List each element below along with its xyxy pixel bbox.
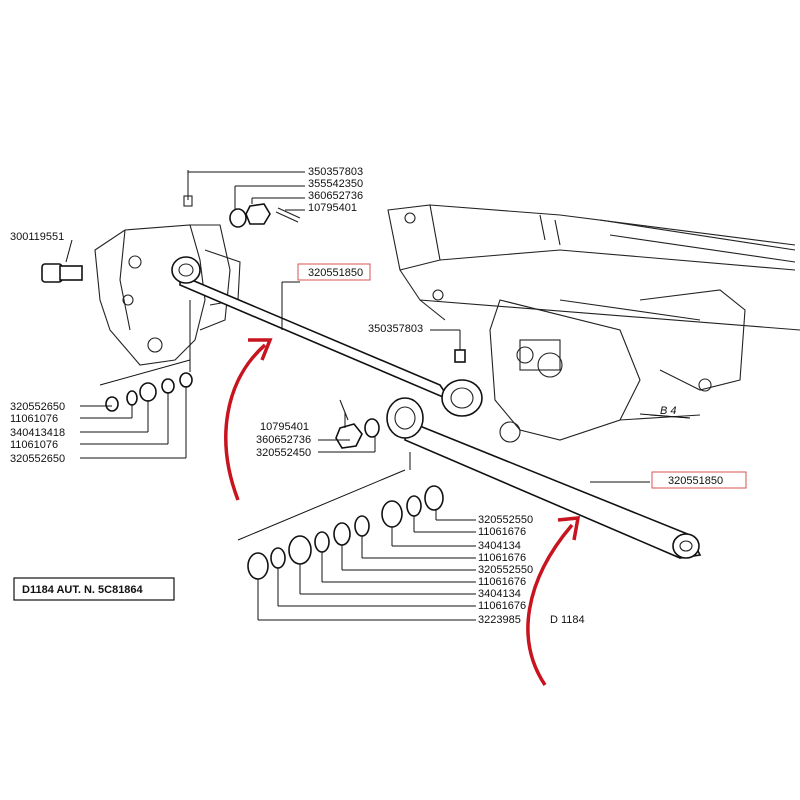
left-mounting-bracket — [94, 170, 241, 366]
red-arrow-lower — [526, 516, 581, 686]
label-rod-highlight-1: 320551850 — [308, 267, 363, 279]
label-center-stack-2: 360652736 — [256, 434, 311, 446]
lower-bushing-stack — [247, 485, 444, 580]
label-lower-stack-5: 320552550 — [478, 564, 533, 576]
label-frame-b4: B 4 — [660, 405, 677, 417]
label-lower-stack-7: 3404134 — [478, 588, 521, 600]
bolt-300119551 — [41, 239, 83, 283]
label-lower-stack-6: 11061676 — [478, 576, 526, 588]
label-left-stack-2: 11061076 — [10, 413, 58, 425]
label-rod-highlight-2: 320551850 — [668, 475, 723, 487]
label-lower-stack-3: 3404134 — [478, 540, 521, 552]
label-left-stack-5: 320552650 — [10, 453, 65, 465]
tie-rods — [171, 256, 702, 559]
grease-nipple — [430, 329, 466, 363]
left-bushing-stack — [105, 372, 193, 412]
label-bolt: 300119551 — [10, 231, 64, 243]
label-355542350: 355542350 — [308, 178, 363, 190]
label-lower-stack-9: 3223985 — [478, 614, 521, 626]
center-nut-stack — [335, 399, 380, 449]
label-10795401: 10795401 — [308, 202, 357, 214]
label-lower-stack-8: 11061676 — [478, 600, 526, 612]
label-lower-stack-4: 11061676 — [478, 552, 526, 564]
label-left-stack-3: 340413418 — [10, 427, 65, 439]
label-350357803: 350357803 — [308, 166, 363, 178]
title-block-frame — [13, 577, 175, 601]
title-block-text: D1184 AUT. N. 5C81864 — [22, 584, 144, 596]
label-left-stack-1: 320552650 — [10, 401, 65, 413]
label-center-stack-3: 320552450 — [256, 447, 311, 459]
leader-lines — [80, 171, 691, 621]
label-360652736: 360652736 — [308, 190, 363, 202]
red-arrow-upper — [224, 338, 273, 501]
upper-small-parts — [229, 203, 301, 228]
highlight-box-rod-2 — [651, 471, 747, 489]
label-center-stack-1: 10795401 — [260, 421, 309, 433]
label-grease-nipple: 350357803 — [368, 323, 423, 335]
label-lower-stack-1: 320552550 — [478, 514, 533, 526]
label-footer-ref: D 1184 — [550, 614, 585, 626]
label-left-stack-4: 11061076 — [10, 439, 58, 451]
highlight-box-rod-1 — [297, 263, 371, 281]
label-lower-stack-2: 11061676 — [478, 526, 526, 538]
